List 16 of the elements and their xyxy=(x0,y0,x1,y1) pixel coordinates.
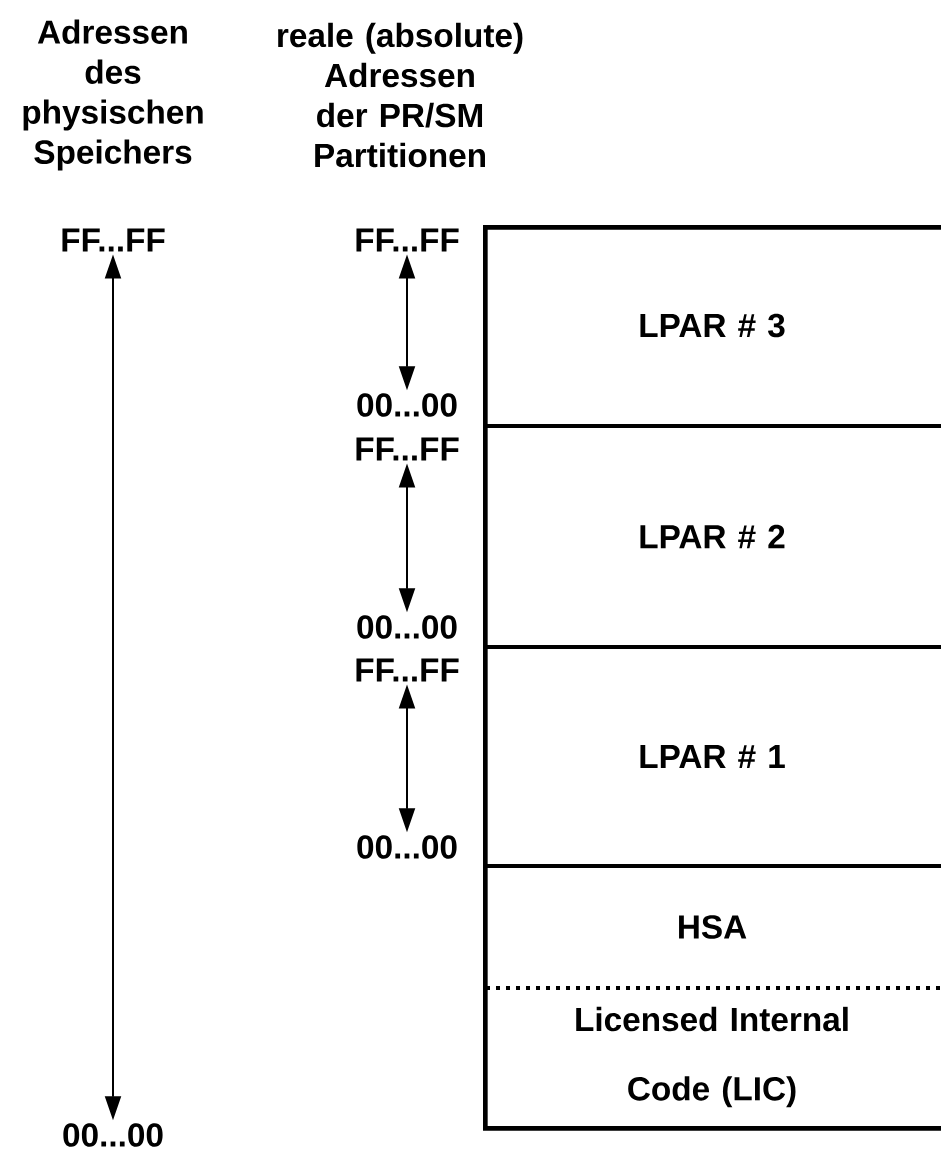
address-label: FF...FF xyxy=(62,228,165,252)
memory-region: HSA xyxy=(679,915,747,939)
address-label: FF...FF xyxy=(356,228,459,252)
address-label: 00...00 xyxy=(357,835,457,859)
memory-region: LPAR # 3 xyxy=(640,313,785,338)
address-label: 00...00 xyxy=(63,1123,163,1147)
column-heading: Adressen des physischen Speichers xyxy=(23,19,203,171)
address-label: 00...00 xyxy=(357,393,457,417)
memory-column-box xyxy=(483,225,941,1131)
memory-region: Licensed Internal Code (LIC) xyxy=(576,1006,848,1108)
column-heading: reale (absolute) Adressen der PR/SM Partitionen xyxy=(278,22,523,168)
address-label: 00...00 xyxy=(357,615,457,639)
memory-region: LPAR # 1 xyxy=(640,745,785,768)
address-label: FF...FF xyxy=(356,658,459,682)
address-label: FF...FF xyxy=(356,437,459,461)
memory-region: LPAR # 2 xyxy=(640,524,785,549)
